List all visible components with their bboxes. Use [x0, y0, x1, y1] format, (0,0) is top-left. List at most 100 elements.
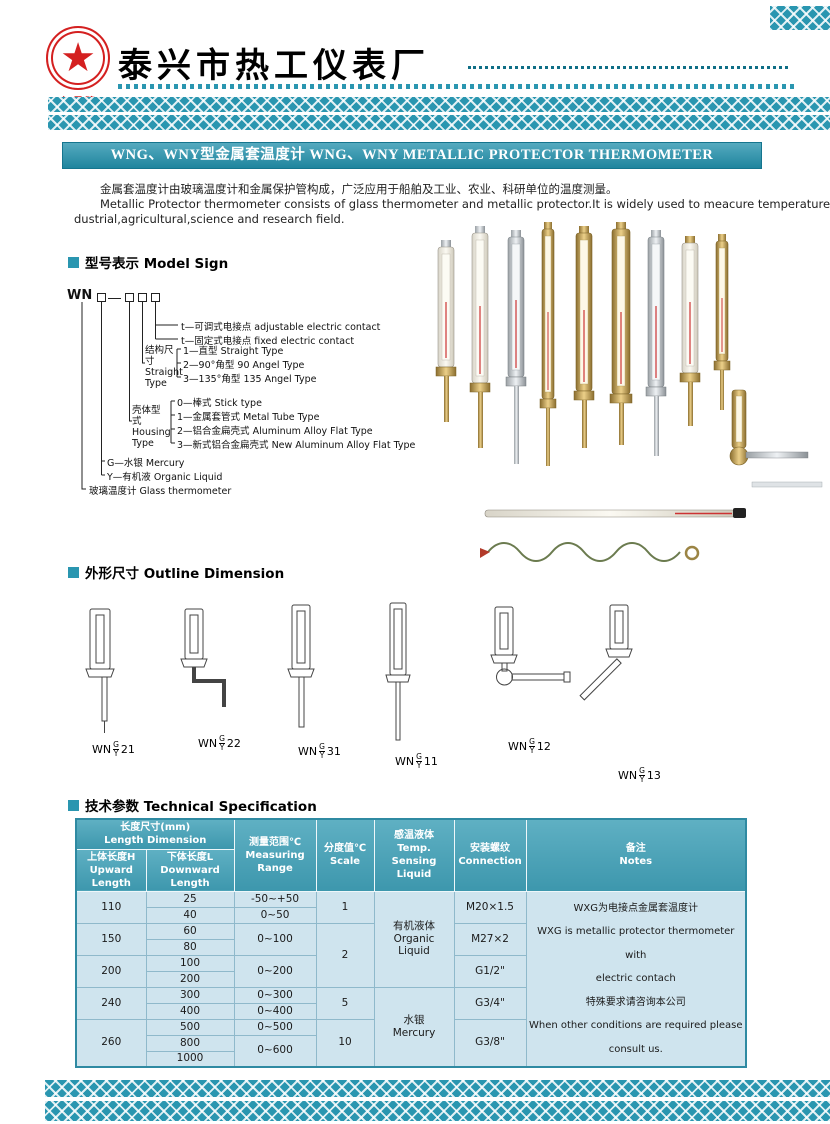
spec-cell-range: 0~200 — [233, 954, 317, 988]
outline-label-num: 21 — [120, 743, 135, 757]
title-tick-underline — [118, 84, 794, 89]
intro-en-2: dustrial,agricultural,science and resear… — [74, 212, 345, 226]
spec-cell-downward: 25 — [145, 890, 235, 908]
col-header-downward-length: 下体长度L Downward Length — [145, 848, 235, 892]
spec-cell-downward: 80 — [145, 938, 235, 956]
spec-cell-downward: 40 — [145, 906, 235, 924]
spec-cell-connection: M20×1.5 — [453, 890, 527, 924]
spec-cell-range: 0~50 — [233, 906, 317, 924]
model-label: 1—直型 Straight Type — [183, 346, 284, 357]
spec-cell-notes: WXG为电接点金属套温度计 WXG is metallic protector … — [525, 890, 747, 1068]
spec-cell-scale: 5 — [315, 986, 375, 1020]
model-code-box-4 — [151, 293, 160, 302]
title-dotted-line — [468, 66, 788, 69]
model-label: t—可调式电接点 adjustable electric contact — [181, 322, 381, 333]
col-header-connection: 安装螺纹 Connection — [453, 818, 527, 892]
spec-cell-scale: 2 — [315, 922, 375, 988]
spec-cell-downward: 60 — [145, 922, 235, 940]
model-label: G—水银 Mercury — [107, 458, 185, 469]
col-header-measuring-range: 测量范围℃ Measuring Range — [233, 818, 317, 892]
page-title-bar: WNG、WNY型金属套温度计 WNG、WNY METALLIC PROTECTO… — [62, 142, 762, 169]
header-deco-band-1 — [48, 97, 830, 112]
company-name: 泰兴市热工仪表厂 — [118, 46, 430, 86]
red-star-logo-icon: ★ — [46, 26, 110, 90]
spec-cell-downward: 400 — [145, 1002, 235, 1020]
spec-cell-downward: 200 — [145, 970, 235, 988]
spec-cell-upward: 110 — [75, 890, 147, 924]
outline-label-prefix: WN — [92, 743, 112, 757]
section-spec-title: 技术参数 Technical Specification — [85, 799, 317, 815]
spec-cell-connection: G3/4" — [453, 986, 527, 1020]
spec-cell-downward: 800 — [145, 1034, 235, 1052]
section-bullet-icon — [68, 256, 79, 268]
model-code-dash — [108, 298, 121, 299]
spec-cell-scale: 1 — [315, 890, 375, 924]
model-label: 3—135°角型 135 Angel Type — [183, 374, 317, 385]
model-sign-diagram: WN t—可调式电接点 adjustable electric contact … — [65, 288, 465, 503]
section-outline: 外形尺寸 Outline Dimension — [68, 562, 284, 582]
spec-cell-liquid: 有机液体 Organic Liquid — [373, 890, 455, 988]
spec-cell-range: 0~300 — [233, 986, 317, 1004]
spec-cell-connection: G1/2" — [453, 954, 527, 988]
spec-cell-upward: 240 — [75, 986, 147, 1020]
model-code-box-3 — [138, 293, 147, 302]
header-deco-band-2 — [48, 115, 830, 130]
section-bullet-icon — [68, 799, 79, 811]
model-code-box-2 — [125, 293, 134, 302]
model-label: 2—铝合金扁壳式 Aluminum Alloy Flat Type — [177, 426, 373, 437]
intro-en-1: Metallic Protector thermometer consists … — [100, 197, 830, 211]
section-model-sign-title: 型号表示 Model Sign — [85, 256, 229, 272]
footer-deco-band-1 — [45, 1080, 830, 1097]
spec-cell-upward: 260 — [75, 1018, 147, 1068]
model-label: 2—90°角型 90 Angel Type — [183, 360, 305, 371]
section-bullet-icon — [68, 566, 79, 578]
spec-table-header: 长度尺寸(mm) Length Dimension 测量范围℃ Measurin… — [75, 818, 747, 892]
col-header-sensing-liquid: 感温液体 Temp. Sensing Liquid — [373, 818, 455, 892]
model-label: 1—金属套管式 Metal Tube Type — [177, 412, 320, 423]
col-header-upward-length: 上体长度H Upward Length — [75, 848, 147, 892]
section-outline-title: 外形尺寸 Outline Dimension — [85, 566, 285, 582]
model-group-housing: 壳体型式 Housing Type — [132, 405, 171, 449]
spec-cell-range: 0~100 — [233, 922, 317, 956]
model-code-prefix: WN — [67, 288, 93, 303]
spec-cell-connection: G3/8" — [453, 1018, 527, 1068]
col-header-notes: 备注 Notes — [525, 818, 747, 892]
product-photos-illustration — [435, 222, 823, 562]
spec-cell-downward: 500 — [145, 1018, 235, 1036]
section-spec: 技术参数 Technical Specification — [68, 795, 317, 815]
spec-cell-range: 0~600 — [233, 1034, 317, 1068]
section-model-sign: 型号表示 Model Sign — [68, 252, 228, 272]
spec-cell-range: 0~500 — [233, 1018, 317, 1036]
spec-table: 长度尺寸(mm) Length Dimension 测量范围℃ Measurin… — [75, 818, 748, 1068]
spec-cell-upward: 200 — [75, 954, 147, 988]
model-label: t—固定式电接点 fixed electric contact — [181, 336, 355, 347]
spec-cell-connection: M27×2 — [453, 922, 527, 956]
outline-drawings — [85, 602, 633, 741]
spec-cell-range: 0~400 — [233, 1002, 317, 1020]
col-header-scale: 分度值℃ Scale — [315, 818, 375, 892]
model-label: 玻璃温度计 Glass thermometer — [89, 486, 232, 497]
spec-cell-downward: 100 — [145, 954, 235, 972]
star-icon: ★ — [60, 35, 96, 81]
spec-cell-downward: 1000 — [145, 1050, 235, 1068]
spec-cell-scale: 10 — [315, 1018, 375, 1068]
model-group-structure: 结构尺寸 Straight Type — [145, 345, 183, 389]
model-label: 3—新式铝合金扁壳式 New Aluminum Alloy Flat Type — [177, 440, 416, 451]
corner-deco-band — [770, 6, 830, 30]
footer-deco-band-2 — [45, 1101, 830, 1121]
model-label: Y—有机液 Organic Liquid — [107, 472, 223, 483]
col-header-length-dimension: 长度尺寸(mm) Length Dimension — [75, 818, 235, 850]
spec-cell-liquid: 水银 Mercury — [373, 986, 455, 1068]
model-label: 0—棒式 Stick type — [177, 398, 262, 409]
spec-cell-downward: 300 — [145, 986, 235, 1004]
spec-cell-upward: 150 — [75, 922, 147, 956]
